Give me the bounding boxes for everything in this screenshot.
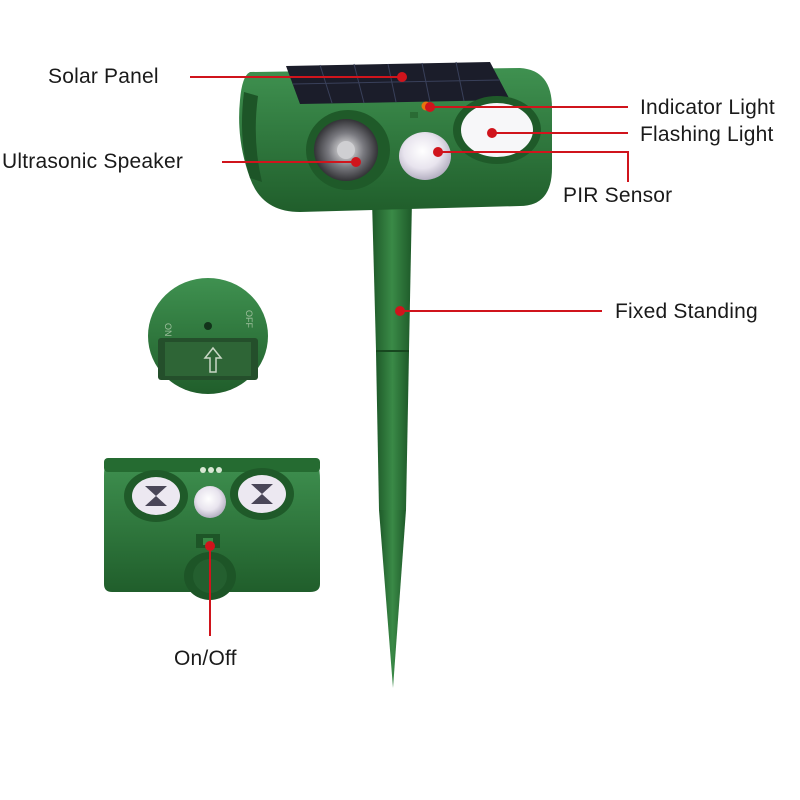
fixed-standing-stake — [372, 200, 412, 688]
switch-on-mark: ON — [163, 323, 173, 337]
solar-panel-label: Solar Panel — [48, 65, 159, 88]
switch-closeup: ON OFF — [148, 278, 268, 394]
on-off-label: On/Off — [174, 647, 237, 670]
main-device — [239, 61, 552, 212]
fixed-standing-label: Fixed Standing — [615, 300, 758, 323]
flashing-lamp — [461, 103, 533, 157]
pir-leader — [438, 151, 629, 182]
bottom-view-device — [104, 458, 320, 600]
leader-lines — [190, 72, 629, 636]
solar-panel — [286, 62, 510, 104]
pir-lens — [399, 132, 451, 180]
switch-off-mark: OFF — [244, 310, 254, 328]
ultrasonic-speaker-label: Ultrasonic Speaker — [2, 150, 184, 173]
pir-sensor-label: PIR Sensor — [563, 184, 673, 207]
indicator-light-label: Indicator Light — [640, 96, 775, 119]
flashing-light-label: Flashing Light — [640, 123, 774, 146]
